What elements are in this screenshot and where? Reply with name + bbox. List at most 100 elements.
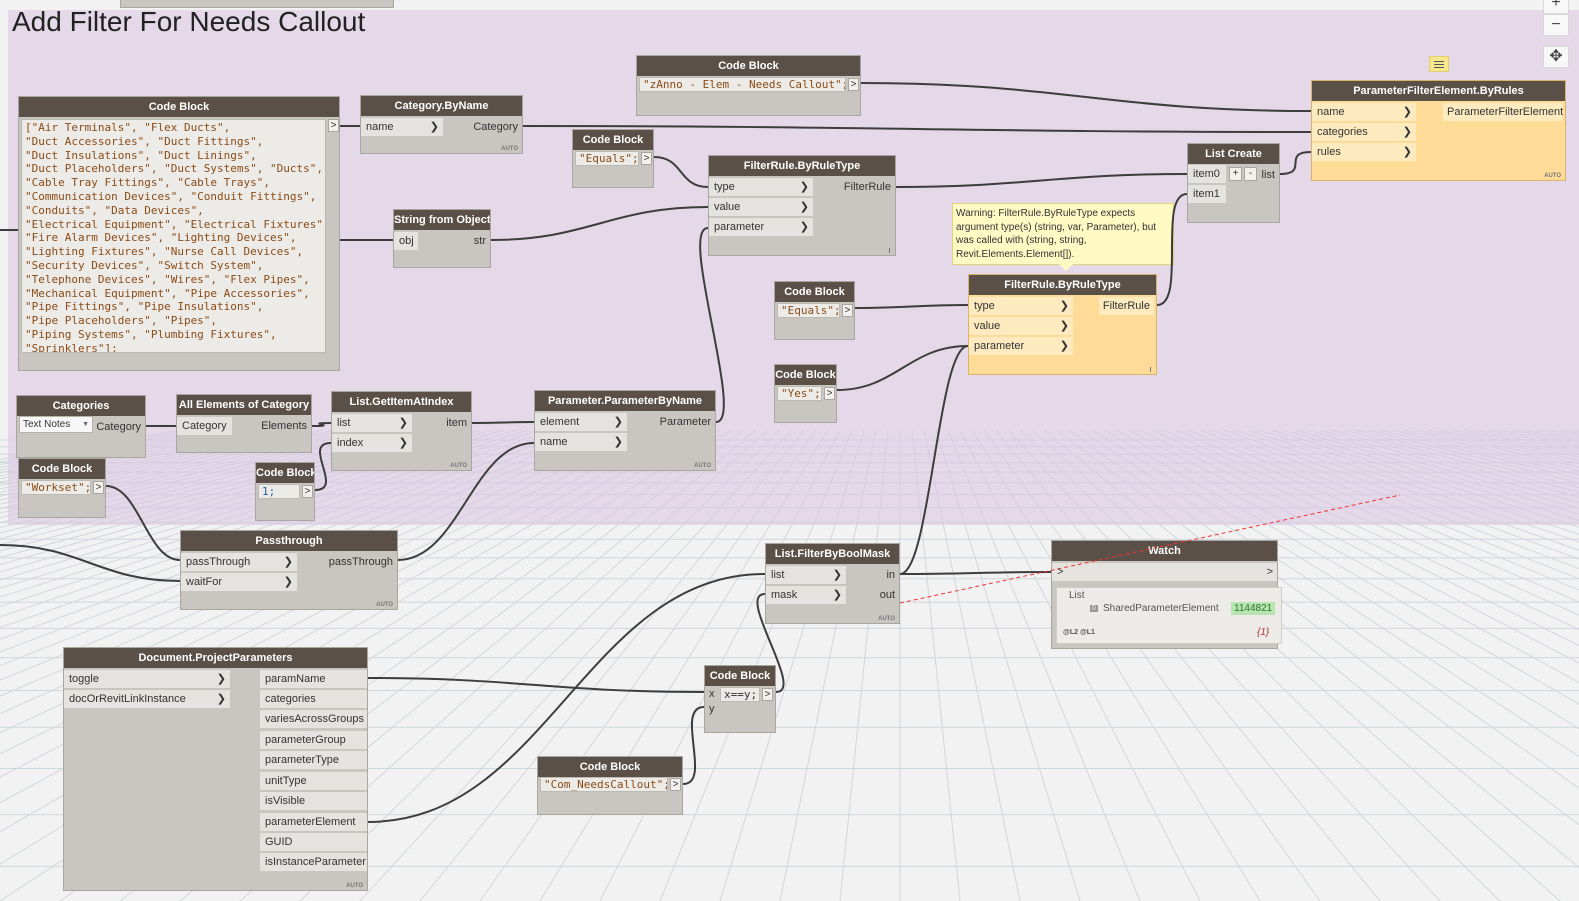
all-elements-of-category-node[interactable]: All Elements of Category Category Elemen… xyxy=(176,394,312,453)
input-port-categories[interactable]: categories❯ xyxy=(1312,123,1416,141)
code-block-compare[interactable]: Code Block x y x==y; > xyxy=(704,665,776,733)
zoom-in-button[interactable]: + xyxy=(1543,0,1569,14)
input-port-list[interactable]: list❯ xyxy=(766,566,846,584)
group-title[interactable]: Add Filter For Needs Callout xyxy=(12,6,366,37)
code-block-param-name[interactable]: Code Block "Com_NeedsCallout"; > xyxy=(537,756,683,815)
input-port-docorrevitlinkinstance[interactable]: docOrRevitLinkInstance❯ xyxy=(64,690,230,708)
pan-fit-button[interactable]: ✥ xyxy=(1543,46,1569,68)
list-getitematindex-node[interactable]: List.GetItemAtIndex list❯ index❯ item AU… xyxy=(331,391,472,471)
input-port[interactable]: >> xyxy=(1052,563,1277,581)
passthrough-node[interactable]: Passthrough passThrough❯ waitFor❯ passTh… xyxy=(180,530,398,610)
input-port-name[interactable]: name❯ xyxy=(535,433,627,451)
input-port-parameter[interactable]: parameter❯ xyxy=(709,218,813,236)
output-port-parameter[interactable]: Parameter xyxy=(659,416,711,428)
list-filterbyboolmask-node[interactable]: List.FilterByBoolMask list❯ mask❯ in out… xyxy=(765,543,900,624)
output-port-filterrule[interactable]: FilterRule xyxy=(843,181,891,193)
watch-results[interactable]: List 0 SharedParameterElement 1144821 @L… xyxy=(1056,587,1282,644)
code-editor[interactable]: x==y; xyxy=(720,687,760,702)
input-port-toggle[interactable]: toggle❯ xyxy=(64,670,230,688)
input-port-list[interactable]: list❯ xyxy=(332,414,412,432)
code-block-categories[interactable]: Code Block ["Air Terminals", "Flex Ducts… xyxy=(18,96,340,371)
input-port-rules[interactable]: rules❯ xyxy=(1312,143,1416,161)
document-projectparameters-node[interactable]: Document.ProjectParameters toggle❯ docOr… xyxy=(63,647,368,891)
parameterfilterelement-byrules-node[interactable]: ParameterFilterElement.ByRules name❯ cat… xyxy=(1311,80,1566,181)
output-port[interactable]: > xyxy=(824,387,835,400)
list-create-node[interactable]: List Create item0 item1 + - list xyxy=(1187,143,1280,223)
output-port-paramname[interactable]: paramName xyxy=(260,670,367,688)
output-port[interactable]: > xyxy=(670,778,681,791)
input-port-parameter[interactable]: parameter❯ xyxy=(969,337,1073,355)
filterrule-byruletype-1[interactable]: FilterRule.ByRuleType type❯ value❯ param… xyxy=(708,155,896,256)
output-port[interactable]: > xyxy=(641,152,652,165)
output-port-isinstanceparameter[interactable]: isInstanceParameter xyxy=(260,853,367,871)
code-editor[interactable]: "zAnno - Elem - Needs Callout"; xyxy=(639,77,846,92)
output-port-parameterelement[interactable]: parameterElement xyxy=(260,813,367,831)
output-port-parameterfilterelement[interactable]: ParameterFilterElement xyxy=(1443,103,1563,121)
code-block-filter-name[interactable]: Code Block "zAnno - Elem - Needs Callout… xyxy=(636,55,861,116)
resize-handle[interactable] xyxy=(889,248,890,253)
output-port[interactable]: > xyxy=(842,304,853,317)
output-port-categories[interactable]: categories xyxy=(260,690,367,708)
input-port-obj[interactable]: obj xyxy=(394,232,418,250)
output-port-str[interactable]: str xyxy=(473,235,486,247)
output-port-parametertype[interactable]: parameterType xyxy=(260,751,367,769)
category-dropdown[interactable]: Text Notes▼ xyxy=(19,416,93,433)
code-editor[interactable]: "Yes"; xyxy=(777,386,822,401)
code-editor[interactable]: ["Air Terminals", "Flex Ducts", "Duct Ac… xyxy=(21,119,326,353)
input-port-type[interactable]: type❯ xyxy=(969,297,1073,315)
input-port-category[interactable]: Category xyxy=(177,417,232,435)
input-port-element[interactable]: element❯ xyxy=(535,413,627,431)
code-block-equals-1[interactable]: Code Block "Equals"; > xyxy=(572,129,654,188)
input-port-mask[interactable]: mask❯ xyxy=(766,586,846,604)
code-editor[interactable]: "Com_NeedsCallout"; xyxy=(540,777,668,792)
add-input-button[interactable]: + xyxy=(1229,167,1242,181)
input-port-name[interactable]: name❯ xyxy=(361,118,443,136)
code-block-workset[interactable]: Code Block "Workset"; > xyxy=(18,458,106,518)
watch-node[interactable]: Watch >> List 0 SharedParameterElement 1… xyxy=(1051,540,1282,649)
category-byname-node[interactable]: Category.ByName name❯ Category AUTO xyxy=(360,95,523,154)
output-port[interactable]: > xyxy=(762,688,773,701)
output-port-list[interactable]: list xyxy=(1261,169,1275,181)
code-block-equals-2[interactable]: Code Block "Equals"; > xyxy=(774,281,855,340)
output-port[interactable]: > xyxy=(848,78,859,91)
input-port-value[interactable]: value❯ xyxy=(709,198,813,216)
remove-input-button[interactable]: - xyxy=(1244,167,1257,181)
zoom-out-button[interactable]: − xyxy=(1543,14,1569,36)
code-block-yes[interactable]: Code Block "Yes"; > xyxy=(774,364,837,423)
output-port-guid[interactable]: GUID xyxy=(260,833,367,851)
output-port[interactable]: > xyxy=(328,119,339,132)
output-port-category[interactable]: Category xyxy=(96,421,141,433)
parameter-parameterbyname-node[interactable]: Parameter.ParameterByName element❯ name❯… xyxy=(534,390,716,471)
code-block-index[interactable]: Code Block 1; > xyxy=(255,462,315,521)
input-port-waitfor[interactable]: waitFor❯ xyxy=(181,573,297,591)
input-port-index[interactable]: index❯ xyxy=(332,434,412,452)
input-port-name[interactable]: name❯ xyxy=(1312,103,1416,121)
code-editor[interactable]: "Equals"; xyxy=(575,151,639,166)
output-port[interactable]: > xyxy=(1266,566,1273,578)
categories-node[interactable]: Categories Text Notes▼ Category xyxy=(16,395,146,458)
output-port-passthrough[interactable]: passThrough xyxy=(328,556,393,568)
input-port-y[interactable]: y xyxy=(709,703,715,715)
input-port-type[interactable]: type❯ xyxy=(709,178,813,196)
output-port-variesacrossgroups[interactable]: variesAcrossGroups xyxy=(260,710,367,728)
output-port-filterrule[interactable]: FilterRule xyxy=(1098,297,1154,315)
output-port-out[interactable]: out xyxy=(879,589,895,601)
offscreen-node[interactable] xyxy=(120,0,394,8)
code-editor[interactable]: 1; xyxy=(258,484,300,499)
output-port[interactable]: > xyxy=(302,485,313,498)
input-port-item0[interactable]: item0 xyxy=(1188,165,1226,183)
output-port-parametergroup[interactable]: parameterGroup xyxy=(260,731,367,749)
filterrule-byruletype-2[interactable]: FilterRule.ByRuleType type❯ value❯ param… xyxy=(968,274,1157,375)
output-port-in[interactable]: in xyxy=(886,569,895,581)
output-port-item[interactable]: item xyxy=(446,417,467,429)
input-port-value[interactable]: value❯ xyxy=(969,317,1073,335)
resize-handle[interactable] xyxy=(1150,367,1151,372)
string-from-object-node[interactable]: String from Object obj str xyxy=(393,209,491,268)
input-port-passthrough[interactable]: passThrough❯ xyxy=(181,553,297,571)
output-port-unittype[interactable]: unitType xyxy=(260,772,367,790)
output-port-elements[interactable]: Elements xyxy=(261,420,307,432)
output-port-isvisible[interactable]: isVisible xyxy=(260,792,367,810)
note-icon[interactable] xyxy=(1429,56,1449,72)
output-port-category[interactable]: Category xyxy=(473,121,518,133)
output-port[interactable]: > xyxy=(93,481,104,494)
